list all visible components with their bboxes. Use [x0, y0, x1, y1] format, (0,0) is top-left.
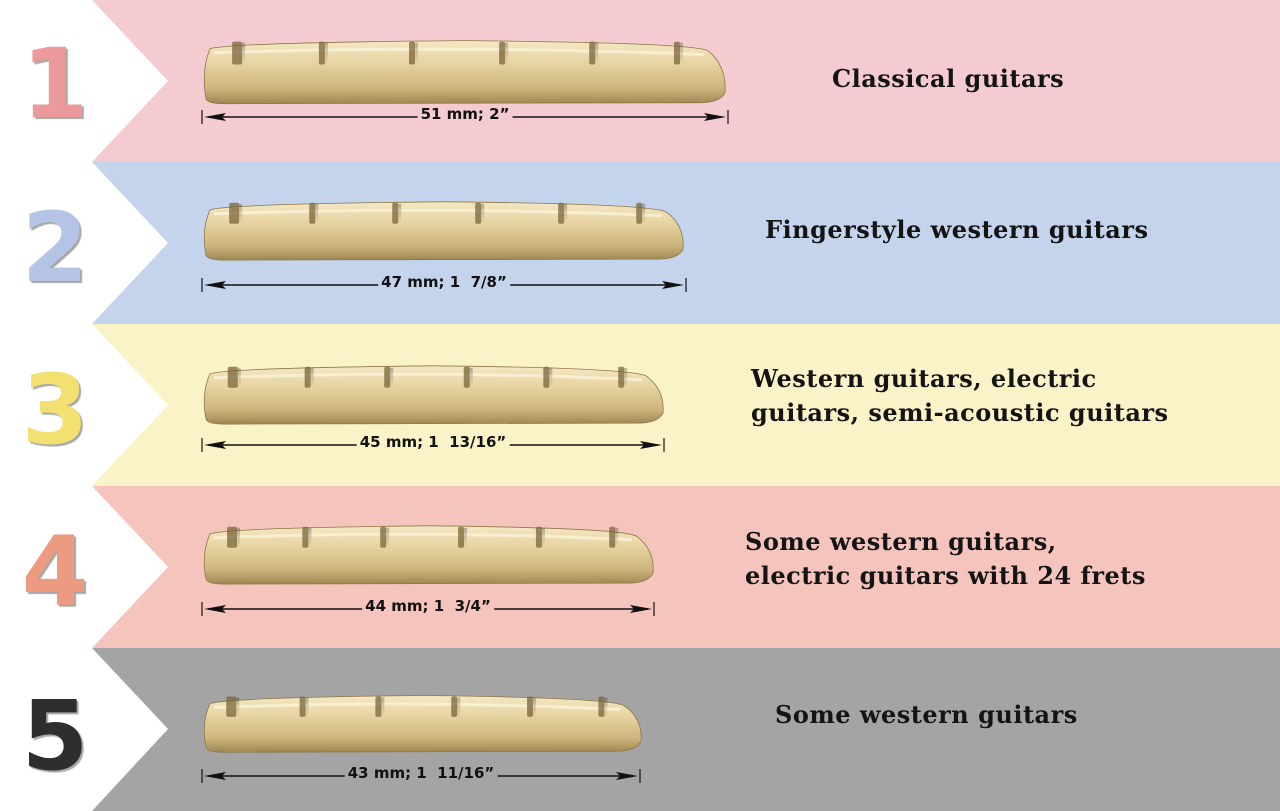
row-3: 3 45 mm; 1 13/16” Western guitars, elect… [0, 324, 1280, 486]
description-line: Classical guitars [832, 64, 1065, 93]
width-measurement: 45 mm; 1 13/16” [356, 433, 510, 451]
row-2: 2 47 mm; 1 7/8” Fingerstyle western guit… [0, 162, 1280, 324]
row-number: 4 [21, 516, 89, 628]
guitar-type-description: Western guitars, electric guitars, semi-… [751, 362, 1169, 430]
width-dimension: 43 mm; 1 11/16” [200, 764, 642, 787]
width-measurement: 47 mm; 1 7/8” [378, 273, 510, 291]
bone-nut-image [203, 365, 664, 425]
row-number: 1 [21, 28, 89, 140]
row-4: 4 44 mm; 1 3/4” Some western guitars, el… [0, 486, 1280, 648]
description-line: Some western guitars, [745, 527, 1057, 556]
bone-nut-image [203, 40, 726, 105]
width-dimension: 51 mm; 2” [200, 105, 730, 128]
row-5: 5 43 mm; 1 11/16” Some western guitars [0, 648, 1280, 811]
width-measurement: 44 mm; 1 3/4” [362, 597, 494, 615]
guitar-type-description: Fingerstyle western guitars [765, 213, 1148, 247]
bone-nut-image [203, 525, 654, 585]
row-number: 5 [21, 680, 89, 792]
row-number: 3 [21, 354, 89, 466]
number-arrow-tab [0, 648, 168, 811]
description-line: electric guitars with 24 frets [745, 561, 1146, 590]
guitar-type-description: Classical guitars [832, 62, 1064, 96]
number-arrow-tab [0, 0, 168, 162]
row-number: 2 [21, 192, 89, 304]
guitar-type-description: Some western guitars, electric guitars w… [745, 525, 1146, 593]
bone-nut-image [203, 201, 684, 261]
width-dimension: 45 mm; 1 13/16” [200, 433, 666, 456]
width-measurement: 43 mm; 1 11/16” [344, 764, 498, 782]
number-arrow-tab [0, 162, 168, 324]
width-dimension: 44 mm; 1 3/4” [200, 597, 656, 620]
description-line: Western guitars, electric [751, 364, 1097, 393]
description-line: guitars, semi-acoustic guitars [751, 398, 1169, 427]
number-arrow-tab [0, 324, 168, 486]
width-dimension: 47 mm; 1 7/8” [200, 273, 688, 296]
row-1: 1 51 mm; 2” Classical guitars [0, 0, 1280, 162]
number-arrow-tab [0, 486, 168, 648]
width-measurement: 51 mm; 2” [417, 105, 513, 123]
bone-nut-image [203, 695, 642, 753]
description-line: Some western guitars [775, 700, 1078, 729]
guitar-type-description: Some western guitars [775, 698, 1078, 732]
description-line: Fingerstyle western guitars [765, 215, 1149, 244]
